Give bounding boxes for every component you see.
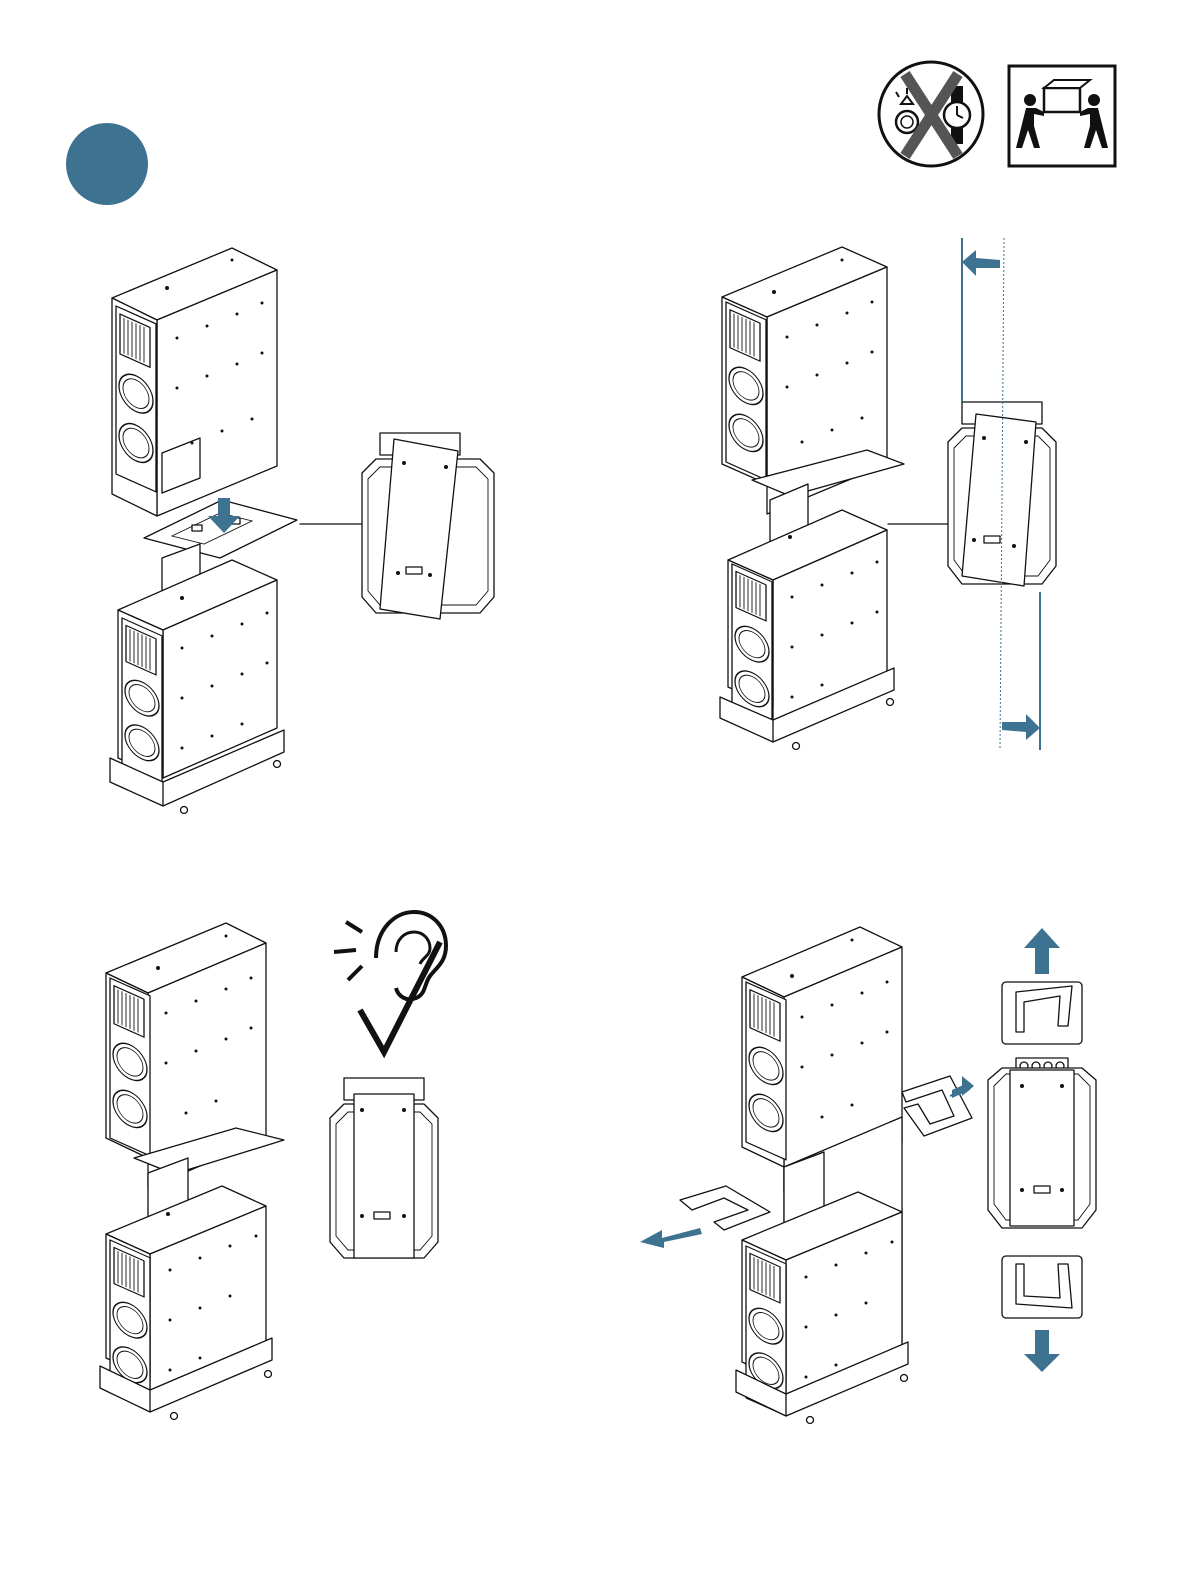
- panel-remove-guides: [640, 927, 1096, 1424]
- two-person-lift-icon: [1009, 66, 1115, 166]
- arrow-icon: [1024, 1330, 1060, 1372]
- panel-place-upper-cabinet: [110, 248, 494, 814]
- step-badge: [66, 123, 148, 205]
- panel-align-cabinets: [720, 238, 1056, 750]
- ear-listen-icon: [334, 912, 446, 999]
- engaged-detail: [354, 1094, 414, 1258]
- no-jewelry-watch-icon: [879, 62, 983, 166]
- arrow-icon: [1024, 928, 1060, 974]
- panel-listen-click: [100, 912, 446, 1420]
- guide-removal-detail: [988, 1058, 1096, 1228]
